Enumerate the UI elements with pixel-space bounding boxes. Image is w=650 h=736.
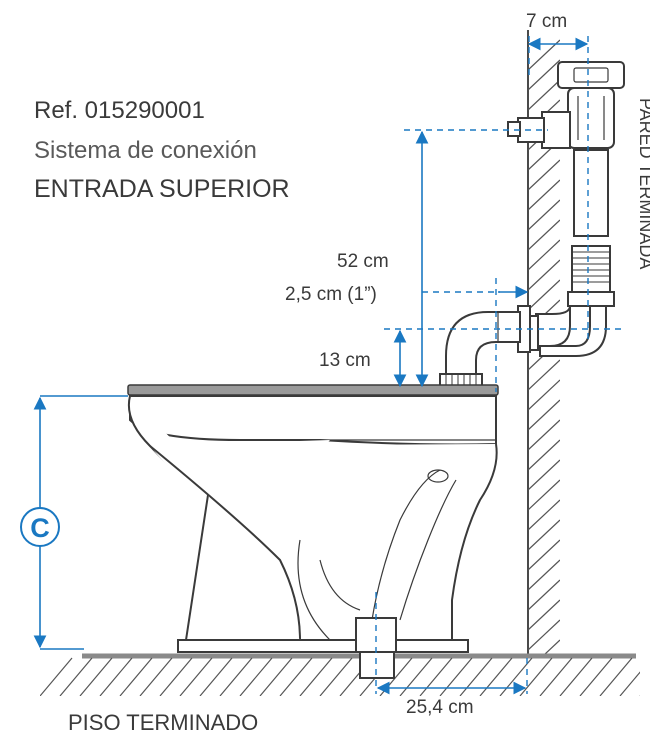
spud-elbow-pipe (439, 305, 531, 387)
c-marker-label: C (30, 513, 50, 543)
floor-label: PISO TERMINADO (68, 710, 258, 735)
finished-floor (40, 653, 640, 696)
dimension-25-4cm: 25,4 cm (375, 592, 528, 718)
reference-text: Ref. 015290001 (34, 97, 205, 124)
dimension-7cm: 7 cm (526, 11, 589, 340)
finished-wall (527, 30, 560, 658)
dimension-c: C (20, 395, 128, 650)
toilet-bowl (127, 384, 499, 679)
entry-type-text: ENTRADA SUPERIOR (34, 175, 290, 203)
dim-2-5cm-label: 2,5 cm (1”) (285, 284, 377, 305)
dim-25-4cm-label: 25,4 cm (406, 697, 474, 718)
system-text: Sistema de conexión (34, 137, 257, 164)
dim-7cm-label: 7 cm (526, 11, 567, 32)
dim-13cm-label: 13 cm (319, 350, 371, 371)
flush-valve (507, 61, 625, 357)
wall-label: PARED TERMINADA (636, 98, 650, 269)
dimension-52cm: 52 cm (337, 129, 548, 388)
dimension-2-5cm: 2,5 cm (1”) (285, 278, 529, 392)
c-marker-circle (20, 507, 60, 547)
dim-52cm-label: 52 cm (337, 251, 389, 272)
dimension-13cm: 13 cm (319, 328, 626, 388)
